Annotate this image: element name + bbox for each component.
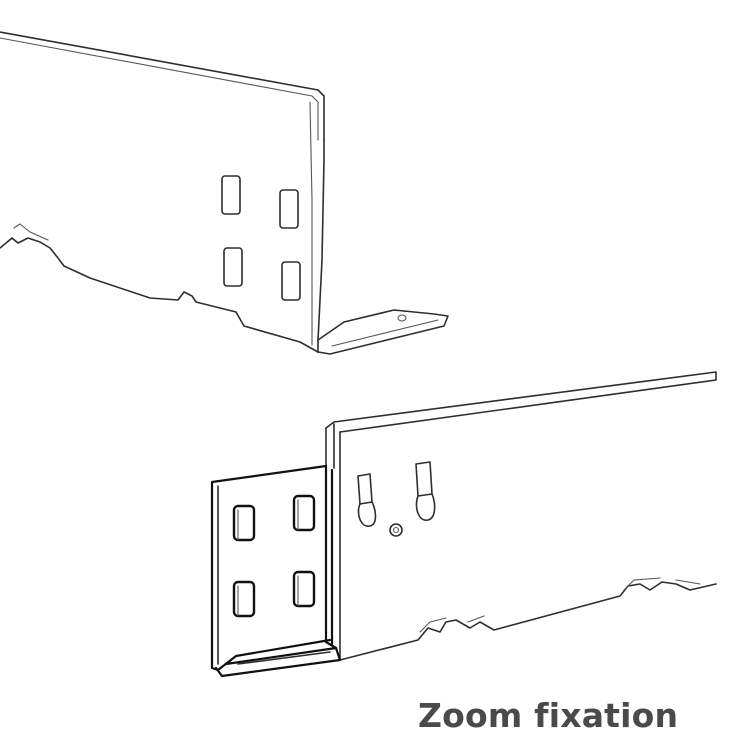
end-plate-slot-1 bbox=[232, 504, 256, 542]
top-bracket-slot-4 bbox=[281, 261, 301, 301]
end-plate-right-edge bbox=[324, 464, 338, 650]
rail-front-lip bbox=[325, 423, 341, 661]
top-bracket-foot-hole bbox=[397, 314, 407, 322]
top-bracket-foot bbox=[317, 309, 449, 355]
top-bracket-foot-inner bbox=[331, 319, 439, 347]
end-plate-slot-2 bbox=[292, 494, 316, 532]
end-plate-slots bbox=[232, 494, 316, 618]
end-plate-foot bbox=[214, 638, 342, 678]
end-plate-foot-inner bbox=[237, 651, 331, 665]
end-plate-slot-4 bbox=[292, 570, 316, 608]
end-plate-slot-3 bbox=[232, 580, 256, 618]
rail-slot-1 bbox=[357, 473, 373, 505]
top-bracket-top-edge-inner bbox=[0, 37, 319, 141]
bottom-assembly bbox=[210, 371, 717, 678]
top-bracket-slot-2 bbox=[279, 189, 299, 229]
top-bracket-slot-1 bbox=[221, 175, 241, 215]
top-bracket-bottom-wave bbox=[0, 237, 319, 353]
rail-top-edge bbox=[325, 371, 717, 433]
rail-rivet-inner bbox=[392, 526, 400, 534]
rail-bottom-wave-inner bbox=[419, 577, 701, 633]
top-bracket-slot-3 bbox=[223, 247, 243, 287]
rail-slot-1-hook bbox=[357, 501, 377, 527]
rail-slot-2 bbox=[415, 461, 433, 497]
top-bracket-bottom-wave-inner bbox=[13, 223, 49, 241]
end-plate-outline bbox=[210, 464, 328, 672]
top-bracket-end-edge bbox=[317, 139, 325, 353]
top-bracket-end-edge-inner bbox=[309, 101, 313, 346]
rail-slots bbox=[357, 461, 436, 537]
top-bracket-top-edge bbox=[0, 31, 325, 141]
rail-rivet bbox=[389, 523, 403, 537]
caption: Zoom fixation bbox=[418, 696, 679, 735]
top-bracket bbox=[0, 31, 449, 355]
end-plate-slot-shadows bbox=[237, 499, 299, 617]
rail-slot-2-hook bbox=[415, 493, 436, 521]
rail-bottom-wave bbox=[339, 581, 717, 661]
